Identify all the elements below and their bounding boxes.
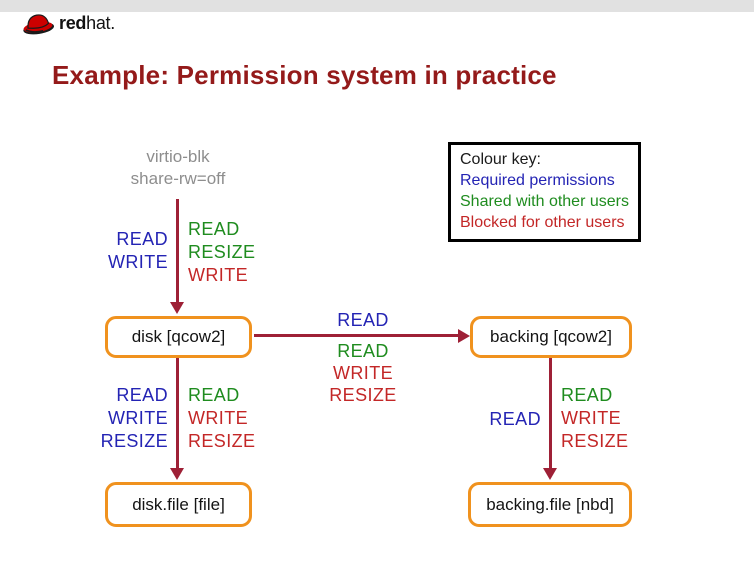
- perm-label: WRITE: [333, 363, 393, 383]
- node-disk-file-label: disk.file [file]: [132, 494, 225, 514]
- colour-key-title: Colour key:: [460, 151, 541, 168]
- edge-virtio-disk-others: READ RESIZE WRITE: [188, 218, 255, 287]
- source-label: virtio-blk share-rw=off: [98, 146, 258, 190]
- edge-disk-diskfile-others: READ WRITE RESIZE: [188, 384, 255, 453]
- perm-label: READ: [561, 385, 613, 405]
- node-backing-file: backing.file [nbd]: [468, 482, 632, 527]
- edge-disk-backing-required: READ: [303, 309, 423, 332]
- colour-key-shared: Shared with other users: [460, 193, 629, 210]
- perm-label: READ: [188, 385, 240, 405]
- logo-word-red: red: [59, 12, 87, 33]
- node-backing-file-label: backing.file [nbd]: [486, 494, 614, 514]
- source-line1: virtio-blk: [146, 147, 210, 166]
- edge-backing-backingfile-required: READ: [441, 408, 541, 431]
- perm-label: WRITE: [188, 408, 248, 428]
- arrowhead-disk-to-diskfile: [170, 468, 184, 480]
- perm-label: WRITE: [108, 252, 168, 272]
- source-line2: share-rw=off: [130, 169, 226, 188]
- perm-label: RESIZE: [188, 431, 256, 451]
- perm-label: READ: [116, 229, 168, 249]
- node-backing-label: backing [qcow2]: [490, 327, 612, 346]
- perm-label: READ: [337, 310, 389, 330]
- page-title: Example: Permission system in practice: [52, 60, 557, 90]
- perm-label: READ: [188, 219, 240, 239]
- perm-label: RESIZE: [100, 431, 168, 451]
- perm-label: WRITE: [561, 408, 621, 428]
- arrow-disk-to-diskfile: [176, 358, 179, 468]
- arrow-backing-to-backingfile: [549, 358, 552, 468]
- node-disk-label: disk [qcow2]: [131, 327, 226, 346]
- perm-label: WRITE: [188, 265, 248, 285]
- edge-backing-backingfile-others: READ WRITE RESIZE: [561, 384, 628, 453]
- perm-label: WRITE: [108, 408, 168, 428]
- edge-disk-diskfile-required: READ WRITE RESIZE: [30, 384, 168, 453]
- edge-virtio-disk-required: READ WRITE: [40, 228, 168, 274]
- colour-key: Colour key: Required permissions Shared …: [448, 142, 641, 242]
- redhat-logo-text: redhat.: [59, 13, 115, 34]
- top-strip: [0, 0, 754, 12]
- redhat-logo: redhat.: [20, 9, 115, 37]
- arrow-disk-to-backing: [254, 334, 460, 337]
- arrow-virtio-to-disk: [176, 199, 179, 302]
- arrowhead-virtio-to-disk: [170, 302, 184, 314]
- perm-label: READ: [489, 409, 541, 429]
- perm-label: READ: [337, 341, 389, 361]
- node-disk: disk [qcow2]: [105, 316, 252, 358]
- logo-word-hat: hat.: [86, 12, 115, 33]
- arrowhead-backing-to-backingfile: [543, 468, 557, 480]
- perm-label: READ: [116, 385, 168, 405]
- node-disk-file: disk.file [file]: [105, 482, 252, 527]
- perm-label: RESIZE: [329, 385, 397, 405]
- arrowhead-disk-to-backing: [458, 329, 470, 343]
- colour-key-required: Required permissions: [460, 172, 615, 189]
- edge-disk-backing-others: READ WRITE RESIZE: [303, 340, 423, 406]
- perm-label: RESIZE: [561, 431, 629, 451]
- redhat-hat-icon: [23, 14, 55, 35]
- colour-key-blocked: Blocked for other users: [460, 214, 625, 231]
- node-backing: backing [qcow2]: [470, 316, 632, 358]
- perm-label: RESIZE: [188, 242, 256, 262]
